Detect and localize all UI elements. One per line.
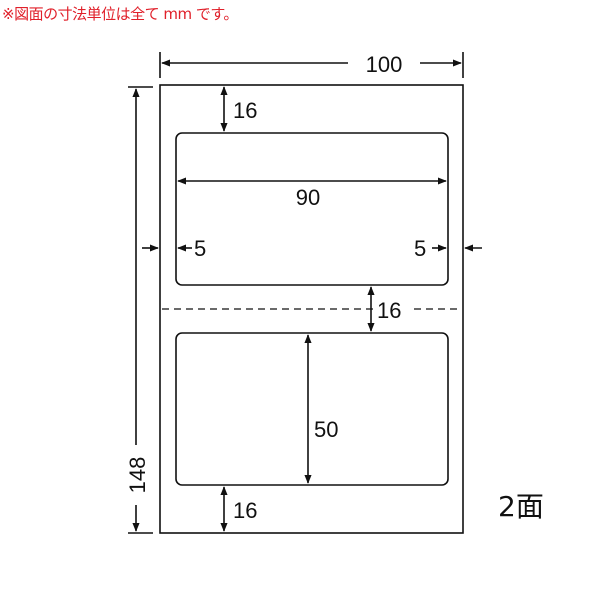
sheet-width-label: 100 (366, 52, 403, 77)
label-width-label: 90 (296, 185, 320, 210)
label-2 (175, 332, 449, 486)
sheet-outline (159, 84, 464, 534)
left-margin-label: 5 (194, 236, 206, 261)
right-margin-label: 5 (414, 236, 426, 261)
top-margin-label: 16 (233, 98, 257, 123)
label-height-label: 50 (314, 417, 338, 442)
gap-label: 16 (377, 298, 401, 323)
label-count: 2面 (498, 490, 544, 523)
units-note: ※図面の寸法単位は全て mm です。 (2, 5, 238, 23)
sheet-height-label: 148 (125, 457, 150, 494)
bottom-margin-label: 16 (233, 498, 257, 523)
label-1 (175, 132, 449, 286)
